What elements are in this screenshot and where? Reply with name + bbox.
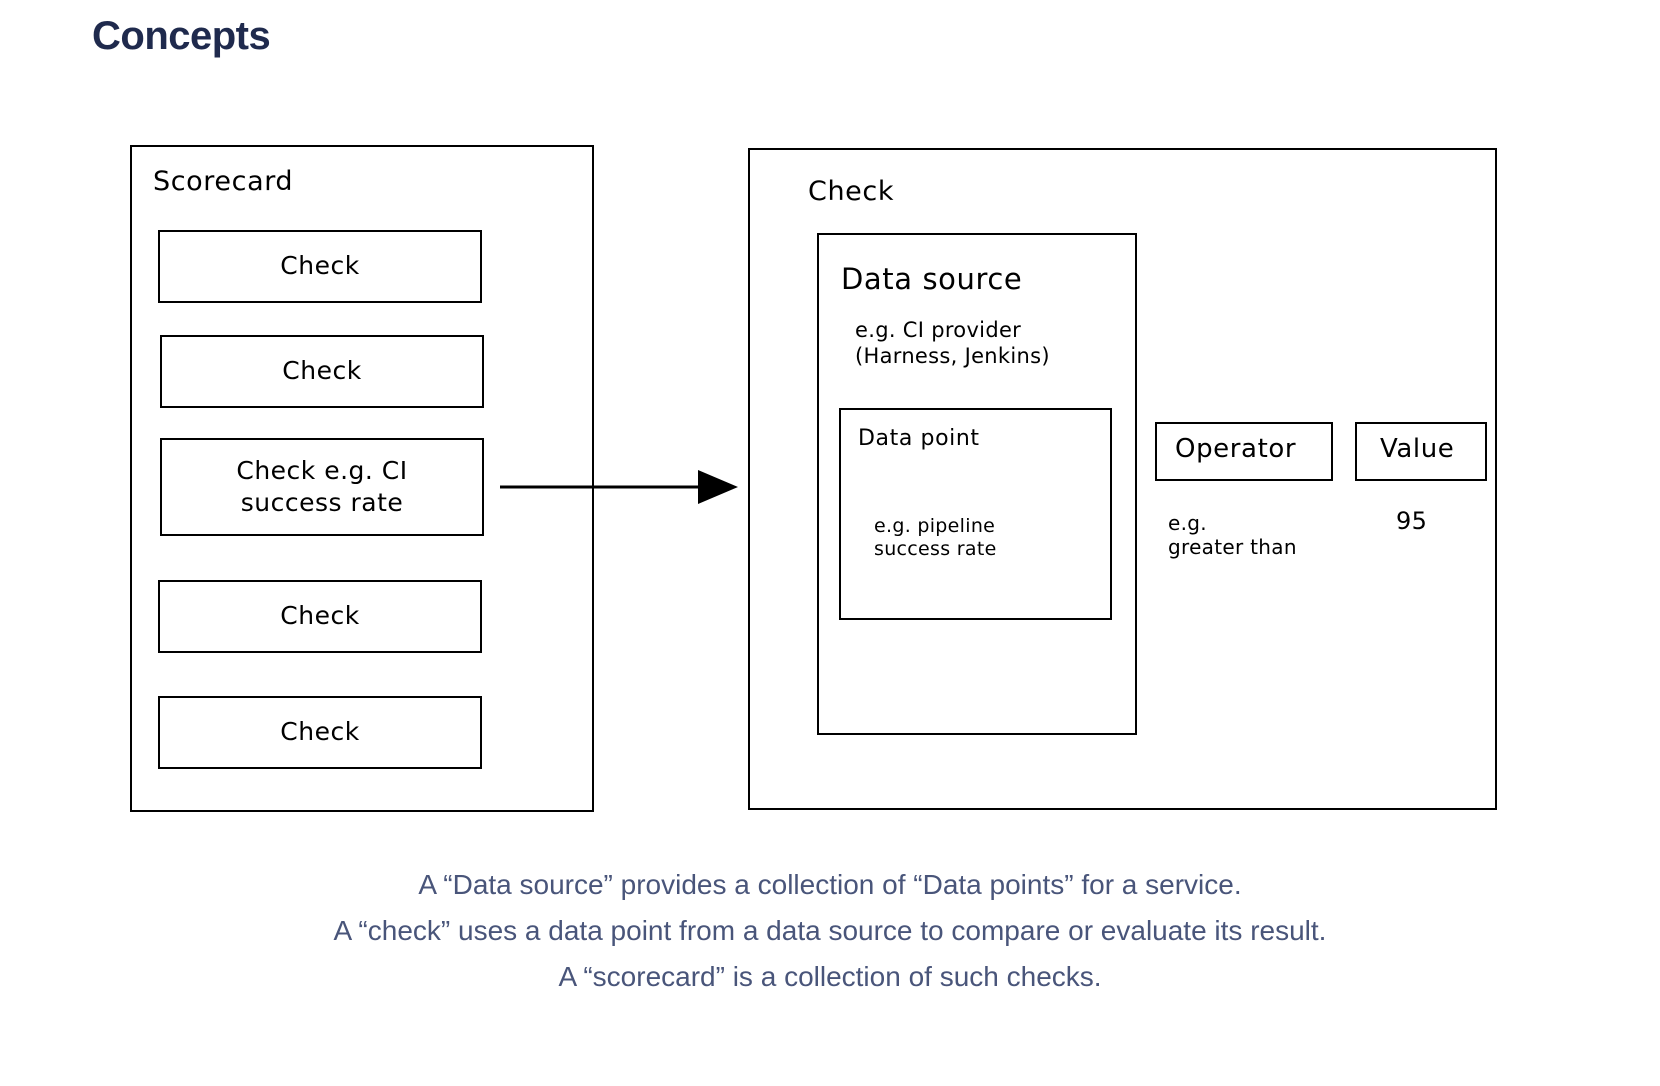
check-item-label: Check [280, 717, 360, 747]
arrow-right-icon [500, 470, 738, 504]
value-container [1355, 422, 1487, 481]
caption-line-3: A “scorecard” is a collection of such ch… [558, 961, 1102, 992]
operator-container [1155, 422, 1333, 481]
data-point-label: Data point [858, 426, 980, 451]
value-label: Value [1380, 434, 1455, 464]
caption-line-1: A “Data source” provides a collection of… [418, 869, 1242, 900]
check-item-label: Check [282, 356, 362, 386]
value-example: 95 [1396, 507, 1428, 535]
page-title: Concepts [92, 14, 271, 58]
check-item-label: Check e.g. CI success rate [236, 455, 408, 518]
data-source-label: Data source [841, 262, 1023, 296]
operator-label: Operator [1175, 434, 1297, 464]
check-item-label: Check [280, 601, 360, 631]
scorecard-check-item[interactable]: Check [160, 335, 484, 408]
data-point-container [839, 408, 1112, 620]
scorecard-label: Scorecard [153, 166, 294, 197]
operator-example: e.g. greater than [1168, 511, 1297, 560]
scorecard-check-item[interactable]: Check [158, 580, 482, 653]
check-detail-label: Check [808, 176, 895, 207]
check-item-label: Check [280, 251, 360, 281]
scorecard-check-item[interactable]: Check [158, 696, 482, 769]
caption: A “Data source” provides a collection of… [0, 862, 1660, 1000]
data-point-example: e.g. pipeline success rate [874, 515, 997, 561]
data-source-example: e.g. CI provider (Harness, Jenkins) [855, 318, 1050, 368]
scorecard-check-item-ci[interactable]: Check e.g. CI success rate [160, 438, 484, 536]
caption-line-2: A “check” uses a data point from a data … [333, 915, 1327, 946]
scorecard-check-item[interactable]: Check [158, 230, 482, 303]
